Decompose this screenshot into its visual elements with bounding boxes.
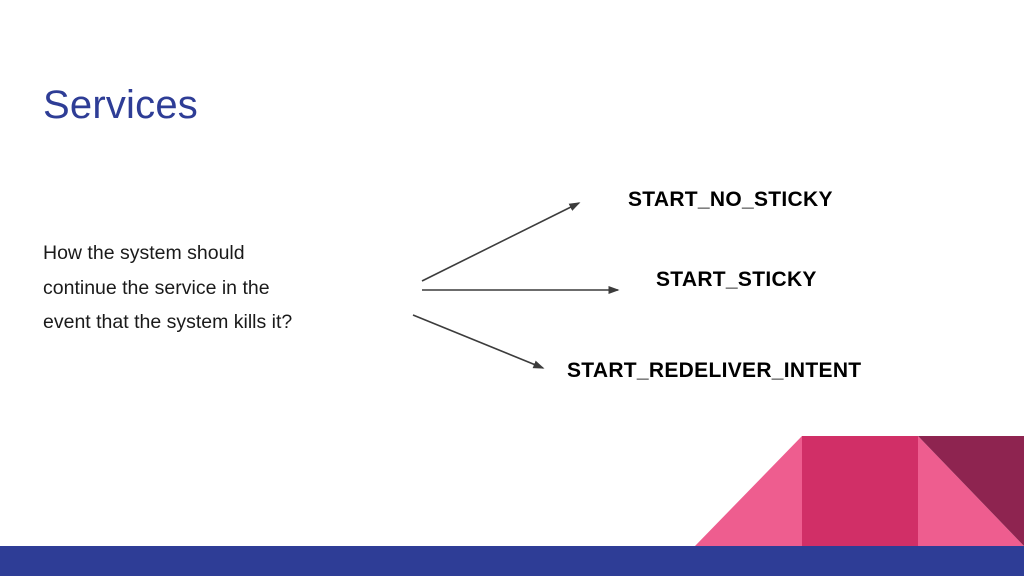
body-line-2: continue the service in the: [43, 276, 270, 299]
footer-bar: [0, 546, 1024, 576]
option-label-start-no-sticky: START_NO_STICKY: [628, 188, 833, 211]
arrow-to-start-no-sticky: [421, 202, 581, 282]
option-label-start-sticky: START_STICKY: [656, 268, 817, 291]
page-title: Services: [43, 82, 198, 127]
body-line-3: event that the system kills it?: [43, 311, 293, 334]
pink-dark-rectangle: [802, 436, 918, 546]
maroon-triangle: [918, 436, 1024, 546]
body-line-1: How the system should: [43, 242, 245, 264]
option-label-start-redeliver-intent: START_REDELIVER_INTENT: [567, 359, 862, 382]
arrow-to-start-redeliver-intent: [412, 314, 545, 369]
pink-light-triangle-left: [695, 436, 802, 546]
pink-light-triangle-right: [918, 436, 1024, 546]
body-paragraph: How the system should continue the servi…: [43, 236, 383, 340]
